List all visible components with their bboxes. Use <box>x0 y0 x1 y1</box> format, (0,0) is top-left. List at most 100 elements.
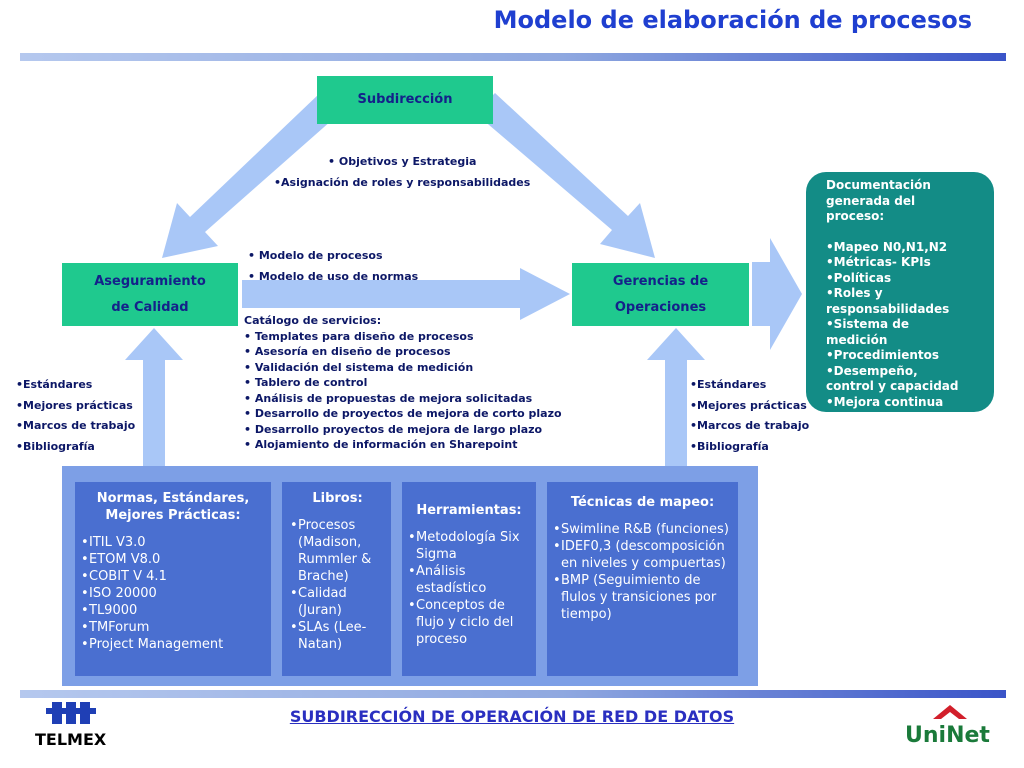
catalog-item: • Tablero de control <box>244 376 368 389</box>
item-text: Swimline R&B (funciones) <box>561 522 729 537</box>
card-normas-item: •TMForum <box>81 620 150 635</box>
item-text: COBIT V 4.1 <box>89 569 167 584</box>
doc-line: •Roles y <box>826 286 883 300</box>
label-objetivos: • Objetivos y Estrategia <box>328 155 477 168</box>
card-libros-item: •Procesos (Madison, Rummler & Brache) <box>290 517 385 585</box>
catalog-item: • Validación del sistema de medición <box>244 360 474 374</box>
right-input-item: •Estándares <box>690 378 767 391</box>
telmex-logo: TELMEX <box>30 700 140 756</box>
card-herramientas-heading: Herramientas: <box>416 503 522 518</box>
card-normas: Normas, Estándares, Mejores Prácticas: •… <box>75 482 271 676</box>
node-aseguramiento-line2: de Calidad <box>111 299 189 315</box>
node-aseguramiento: Aseguramiento de Calidad <box>62 263 238 326</box>
card-libros-item: •SLAs (Lee-Natan) <box>290 619 385 653</box>
catalog-item: • Desarrollo proyectos de mejora de larg… <box>244 422 543 436</box>
card-normas-item: •COBIT V 4.1 <box>81 569 167 584</box>
label-asignacion: •Asignación de roles y responsabilidades <box>274 175 531 189</box>
catalog-item: • Alojamiento de información en Sharepoi… <box>244 438 518 451</box>
doc-line: responsabilidades <box>826 301 950 316</box>
node-subdireccion: Subdirección <box>317 76 493 124</box>
service-catalog: Catálogo de servicios: • Templates para … <box>244 313 562 453</box>
doc-line: •Políticas <box>826 270 892 285</box>
item-text: TL9000 <box>89 603 138 618</box>
middle-labels: • Modelo de procesos • Modelo de uso de … <box>248 248 418 284</box>
card-tecnicas-item: •Swimline R&B (funciones) <box>553 522 729 537</box>
catalog-item: • Desarrollo de proyectos de mejora de c… <box>244 407 562 420</box>
left-input-item: •Mejores prácticas <box>16 398 133 412</box>
item-text: BMP (Seguimiento de flulos y transicione… <box>561 573 717 622</box>
card-libros-item: •Calidad (Juran) <box>290 585 385 619</box>
card-normas-heading: Normas, Estándares, Mejores Prácticas: <box>81 490 265 524</box>
uninet-wordmark: UniNet <box>905 723 990 748</box>
arrow-subdireccion-to-aseguramiento <box>162 93 340 258</box>
card-herramientas-item: •Metodología Six Sigma <box>408 529 530 563</box>
uninet-logo: UniNet <box>905 703 995 748</box>
right-inputs: •Estándares •Mejores prácticas •Marcos d… <box>690 375 809 457</box>
card-tecnicas-item: •BMP (Seguimiento de flulos y transicion… <box>553 572 732 623</box>
telmex-wordmark: TELMEX <box>35 730 107 749</box>
bottom-band <box>20 690 1006 698</box>
arrow-gerencias-to-documentacion <box>752 238 802 350</box>
left-input-item: •Estándares <box>16 378 93 391</box>
item-text: IDEF0,3 (descomposición en niveles y com… <box>561 539 726 571</box>
item-text: TMForum <box>89 620 150 635</box>
doc-line: •Procedimientos <box>826 348 940 362</box>
item-text: Metodología Six Sigma <box>416 530 520 562</box>
doc-line: •Sistema de <box>826 317 909 331</box>
top-labels: • Objetivos y Estrategia •Asignación de … <box>274 154 574 190</box>
uninet-roof-icon <box>933 705 967 719</box>
catalog-item: • Asesoría en diseño de procesos <box>244 345 451 358</box>
card-libros-heading: Libros: <box>312 491 363 506</box>
footer-title: SUBDIRECCIÓN DE OPERACIÓN DE RED DE DATO… <box>289 707 735 726</box>
documentation-box: Documentación generada del proceso: •Map… <box>806 172 994 412</box>
arrow-subdireccion-to-gerencias <box>475 93 655 258</box>
label-modelo-procesos: • Modelo de procesos <box>248 249 383 262</box>
card-normas-item: •ISO 20000 <box>81 586 157 601</box>
doc-line: medición <box>826 332 888 347</box>
node-gerencias: Gerencias de Operaciones <box>572 263 749 326</box>
card-normas-item: •Project Management <box>81 637 224 652</box>
item-text: Calidad (Juran) <box>298 586 347 618</box>
node-gerencias-line1: Gerencias de <box>612 273 709 289</box>
arrow-panel-to-gerencias <box>647 328 705 466</box>
card-heading-line: Normas, Estándares, <box>96 491 250 506</box>
arrow-aseguramiento-to-gerencias <box>242 268 570 320</box>
card-tecnicas: Técnicas de mapeo: •Swimline R&B (funcio… <box>547 482 738 676</box>
doc-spacer <box>826 225 984 240</box>
item-text: ETOM V8.0 <box>89 552 161 567</box>
node-aseguramiento-line1: Aseguramiento <box>94 273 206 289</box>
top-band <box>20 53 1006 61</box>
card-herramientas: Herramientas: •Metodología Six Sigma •An… <box>402 482 536 676</box>
left-input-item: •Bibliografía <box>16 439 95 453</box>
catalog-heading: Catálogo de servicios: <box>244 314 382 327</box>
right-input-item: •Marcos de trabajo <box>690 419 810 432</box>
card-tecnicas-item: •IDEF0,3 (descomposición en niveles y co… <box>553 538 732 572</box>
node-gerencias-line2: Operaciones <box>614 299 707 315</box>
card-normas-item: •TL9000 <box>81 603 138 618</box>
card-libros: Libros: •Procesos (Madison, Rummler & Br… <box>282 482 391 676</box>
card-herramientas-item: •Conceptos de flujo y ciclo del proceso <box>408 597 530 648</box>
card-normas-item: •ETOM V8.0 <box>81 552 161 567</box>
page-title: Modelo de elaboración de procesos <box>493 6 972 34</box>
telmex-emblem-icon <box>46 702 96 724</box>
card-herramientas-item: •Análisis estadístico <box>408 563 530 597</box>
card-heading-line: Mejores Prácticas: <box>105 508 241 523</box>
doc-line: proceso: <box>826 209 885 223</box>
item-text: ITIL V3.0 <box>89 535 146 550</box>
catalog-item: • Análisis de propuestas de mejora solic… <box>244 391 533 405</box>
item-text: Project Management <box>89 637 224 652</box>
right-input-item: •Bibliografía <box>690 439 769 453</box>
doc-line: •Mejora continua <box>826 394 944 409</box>
left-inputs: •Estándares •Mejores prácticas •Marcos d… <box>16 375 135 457</box>
item-text: SLAs (Lee-Natan) <box>298 620 367 652</box>
item-text: Análisis estadístico <box>416 564 487 596</box>
left-input-item: •Marcos de trabajo <box>16 419 136 432</box>
doc-line: •Desempeño, <box>826 363 918 378</box>
catalog-item: • Templates para diseño de procesos <box>244 329 474 343</box>
right-input-item: •Mejores prácticas <box>690 398 807 412</box>
item-text: Conceptos de flujo y ciclo del proceso <box>416 598 514 647</box>
label-modelo-normas: • Modelo de uso de normas <box>248 269 419 283</box>
arrow-panel-to-aseguramiento <box>125 328 183 466</box>
doc-line: •Mapeo N0,N1,N2 <box>826 239 948 254</box>
